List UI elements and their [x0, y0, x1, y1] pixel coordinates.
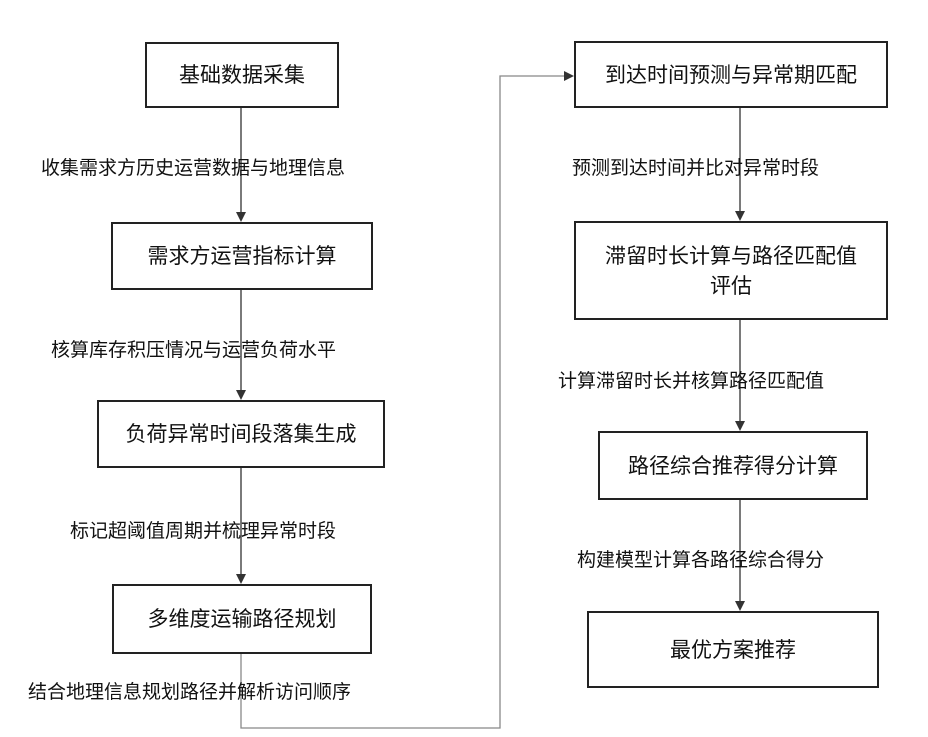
step-label-left-3: 标记超阈值周期并梳理异常时段: [70, 519, 336, 543]
step-label-left-4: 结合地理信息规划路径并解析访问顺序: [28, 680, 351, 704]
step-box-demand-metrics: 需求方运营指标计算: [111, 222, 373, 290]
step-label-right-3: 构建模型计算各路径综合得分: [577, 548, 824, 572]
step-box-anomaly-periods: 负荷异常时间段落集生成: [97, 400, 385, 468]
step-label-left-1: 收集需求方历史运营数据与地理信息: [41, 156, 345, 180]
step-box-route-planning: 多维度运输路径规划: [112, 584, 372, 654]
step-box-arrival-prediction: 到达时间预测与异常期匹配: [574, 41, 888, 108]
step-label-right-1: 预测到达时间并比对异常时段: [572, 156, 819, 180]
step-box-dwell-time: 滞留时长计算与路径匹配值评估: [574, 221, 888, 320]
step-box-best-plan: 最优方案推荐: [587, 611, 879, 688]
step-label-right-2: 计算滞留时长并核算路径匹配值: [558, 369, 824, 393]
step-box-data-collection: 基础数据采集: [145, 42, 339, 108]
step-box-route-score: 路径综合推荐得分计算: [598, 431, 868, 500]
step-label-left-2: 核算库存积压情况与运营负荷水平: [51, 338, 336, 362]
